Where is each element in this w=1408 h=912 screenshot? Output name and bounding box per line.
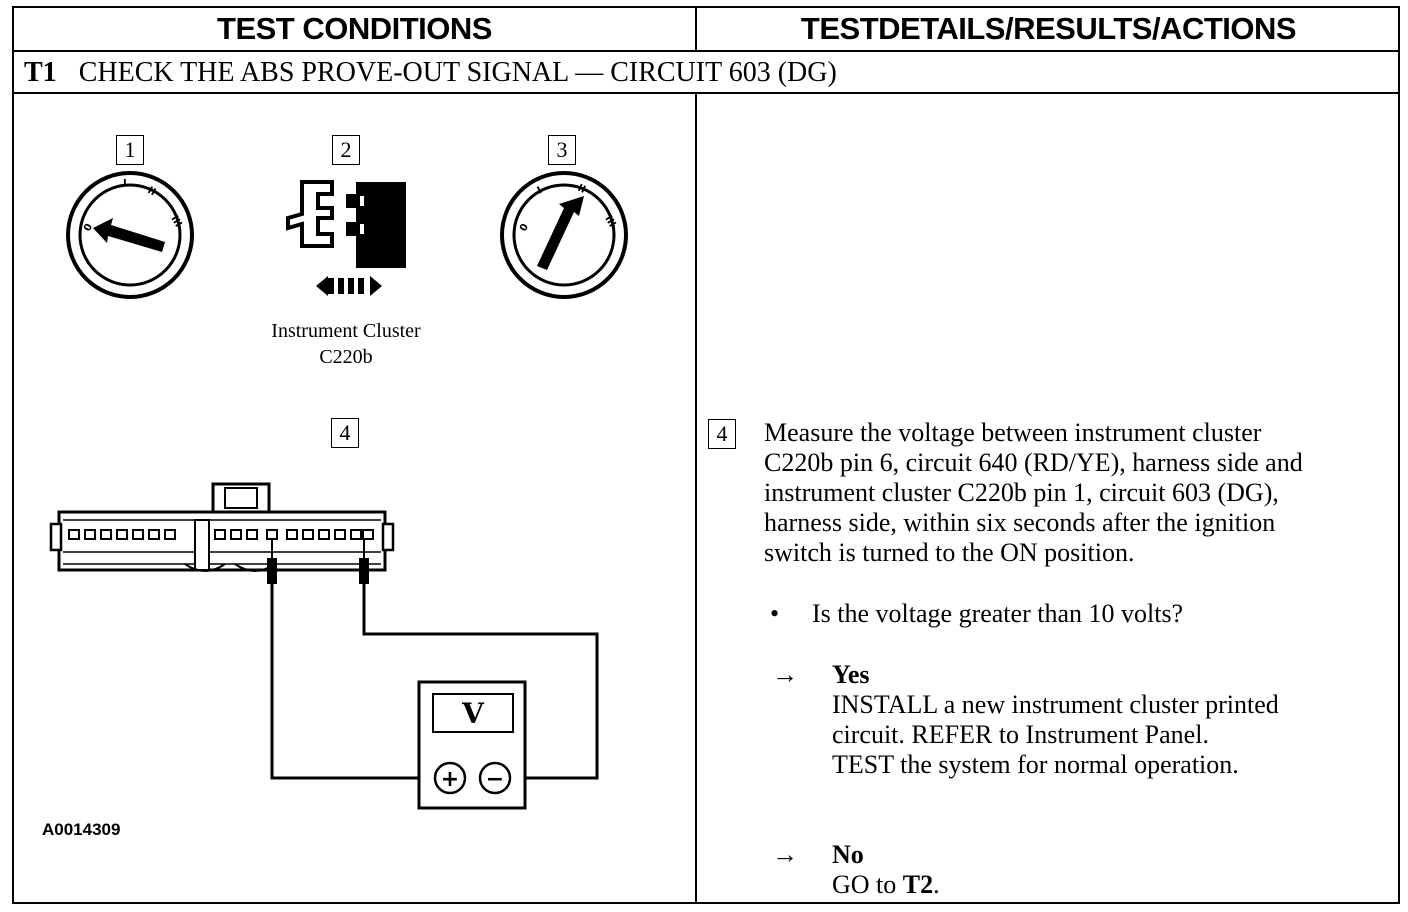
yes-line-2: circuit. REFER to Instrument Panel.	[832, 720, 1209, 749]
details-line-4: harness side, within six seconds after t…	[764, 508, 1276, 537]
details-instructions: Measure the voltage between instrument c…	[764, 418, 1394, 568]
question-text: Is the voltage greater than 10 volts?	[812, 599, 1184, 628]
no-text: GO to	[832, 870, 903, 899]
no-arrow: →	[772, 840, 798, 869]
step-4-box: 4	[331, 418, 359, 448]
header-column-divider	[695, 8, 697, 50]
yes-arrow: →	[772, 660, 798, 689]
question-bullet: •	[770, 599, 780, 628]
step-3-box: 3	[548, 135, 576, 165]
header-test-conditions: TEST CONDITIONS	[217, 11, 492, 46]
ignition-on-label-2: II	[576, 183, 587, 196]
details-step-box: 4	[708, 419, 736, 449]
title-divider	[14, 92, 1398, 94]
test-title: T1 CHECK THE ABS PROVE-OUT SIGNAL — CIRC…	[24, 52, 837, 94]
ignition-on-label-0: 0	[518, 222, 531, 234]
ignition-switch-on-icon: 0 I II III	[500, 171, 628, 299]
yes-label: Yes	[832, 660, 870, 689]
details-line-3: instrument cluster C220b pin 1, circuit …	[764, 478, 1279, 507]
header-test-details: TESTDETAILS/RESULTS/ACTIONS	[800, 11, 1297, 46]
details-line-2: C220b pin 6, circuit 640 (RD/YE), harnes…	[764, 448, 1303, 477]
no-action: GO to T2.	[832, 870, 1392, 900]
ignition-on-label-3: III	[602, 214, 617, 229]
voltage-measurement-diagram: V + −	[49, 482, 599, 810]
ignition-on-label-1: I	[536, 185, 544, 197]
details-line-1: Measure the voltage between instrument c…	[764, 418, 1262, 447]
meter-minus: −	[486, 767, 504, 792]
yes-line-3: TEST the system for normal operation.	[832, 750, 1239, 779]
ignition-switch-off-icon: 0 I II III	[66, 171, 194, 299]
body-column-divider	[695, 92, 697, 902]
yes-line-1: INSTALL a new instrument cluster printed	[832, 690, 1279, 719]
ignition-label-2: II	[146, 185, 158, 198]
step-2-box: 2	[332, 135, 360, 165]
no-branch: No GO to T2.	[832, 840, 1392, 900]
header-divider	[14, 50, 1398, 52]
test-table: TEST CONDITIONS TESTDETAILS/RESULTS/ACTI…	[12, 6, 1400, 904]
meter-plus: +	[441, 767, 459, 792]
figure-id: A0014309	[42, 820, 121, 839]
test-title-text: CHECK THE ABS PROVE-OUT SIGNAL — CIRCUIT…	[78, 57, 837, 88]
ignition-label-0: 0	[82, 222, 95, 234]
connector-caption: Instrument Cluster C220b	[232, 318, 460, 370]
connector-disconnect-icon	[286, 180, 406, 296]
yes-branch: Yes INSTALL a new instrument cluster pri…	[832, 660, 1392, 780]
no-label: No	[832, 840, 864, 869]
ignition-label-3: III	[168, 214, 183, 229]
ignition-label-1: I	[123, 178, 127, 189]
step-1-box: 1	[116, 135, 144, 165]
test-number: T1	[24, 57, 57, 88]
no-target-link[interactable]: T2	[902, 870, 934, 899]
details-line-5: switch is turned to the ON position.	[764, 538, 1135, 567]
connector-caption-line2: C220b	[319, 346, 373, 368]
meter-symbol: V	[461, 697, 485, 730]
no-end: .	[933, 870, 940, 899]
connector-caption-line1: Instrument Cluster	[271, 320, 421, 342]
